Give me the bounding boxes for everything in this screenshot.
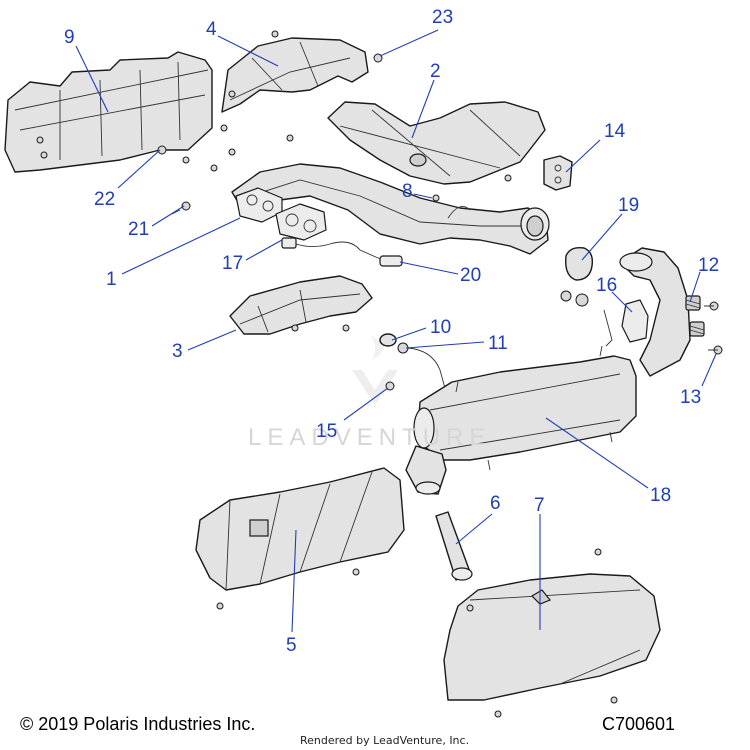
callout-6[interactable]: 6 [490, 493, 501, 514]
part-13-bolt[interactable] [704, 301, 723, 355]
callout-2[interactable]: 2 [430, 61, 441, 82]
part-3-lower-heat-shield[interactable] [229, 275, 373, 335]
part-9-heat-shield[interactable] [4, 51, 213, 173]
callout-18[interactable]: 18 [650, 485, 672, 506]
part-6-spark-arrestor-tip[interactable] [435, 511, 473, 581]
callout-1[interactable]: 1 [106, 269, 117, 290]
callout-23[interactable]: 23 [432, 7, 454, 28]
callout-3[interactable]: 3 [172, 341, 183, 362]
callout-19[interactable]: 19 [618, 195, 640, 216]
callout-20[interactable]: 20 [460, 265, 482, 286]
rendered-by-text: Rendered by LeadVenture, Inc. [300, 734, 470, 747]
callout-17[interactable]: 17 [222, 253, 244, 274]
callout-15[interactable]: 15 [316, 421, 338, 442]
part-21-bolt[interactable] [171, 201, 191, 215]
callout-22[interactable]: 22 [94, 189, 116, 210]
part-2-pipe-heat-shield[interactable] [327, 101, 546, 185]
loose-bolts [182, 124, 512, 182]
callout-14[interactable]: 14 [604, 121, 626, 142]
leader-lines [75, 29, 717, 633]
callout-11[interactable]: 11 [488, 333, 508, 354]
part-5-muffler-heat-shield[interactable] [195, 467, 405, 610]
part-18-muffler[interactable] [405, 345, 637, 495]
part-16-clamp[interactable] [603, 299, 649, 347]
callout-5[interactable]: 5 [286, 635, 297, 656]
callout-21[interactable]: 21 [128, 219, 150, 240]
part-14-bracket[interactable] [543, 155, 573, 191]
callout-16[interactable]: 16 [596, 275, 618, 296]
callout-10[interactable]: 10 [430, 317, 452, 338]
callout-4[interactable]: 4 [206, 19, 217, 40]
callout-7[interactable]: 7 [534, 495, 545, 516]
washer-set[interactable] [560, 290, 589, 307]
part-17-gasket[interactable] [275, 203, 327, 241]
part-1-head-pipe[interactable] [231, 163, 550, 255]
part-20-o2-sensor[interactable] [281, 237, 403, 267]
tailpipe-elbow[interactable] [619, 247, 691, 377]
callout-9[interactable]: 9 [64, 27, 75, 48]
diagram-code: C700601 [602, 714, 676, 734]
callout-8[interactable]: 8 [402, 181, 413, 202]
callout-13[interactable]: 13 [680, 387, 702, 408]
part-12-spring[interactable] [685, 295, 705, 337]
part-4-upper-heat-shield[interactable] [221, 30, 369, 113]
part-7-lower-heat-shield[interactable] [443, 548, 661, 718]
part-22-bolt[interactable] [157, 145, 167, 155]
copyright-text: © 2019 Polaris Industries Inc. [20, 714, 256, 734]
part-8-clamp-bolt[interactable] [432, 194, 471, 219]
part-10-grommet[interactable] [379, 333, 397, 347]
part-11-washer[interactable] [397, 342, 447, 393]
callout-12[interactable]: 12 [698, 255, 720, 276]
watermark-text: LEADVENTURE [248, 424, 492, 451]
